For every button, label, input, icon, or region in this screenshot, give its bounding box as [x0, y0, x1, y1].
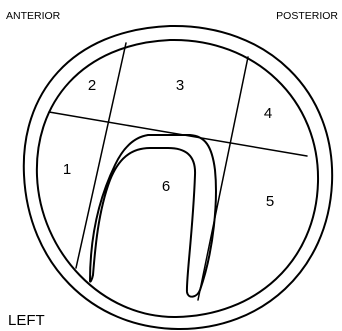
posterior-divider-line — [198, 57, 248, 300]
central-cavity — [90, 135, 216, 297]
zone-1-label: 1 — [63, 161, 71, 178]
anterior-divider-line — [76, 43, 126, 268]
zone-6-label: 6 — [162, 178, 170, 195]
zone-4-label: 4 — [264, 105, 272, 122]
zone-2-label: 2 — [88, 77, 96, 94]
zone-5-label: 5 — [266, 193, 274, 210]
zone-3-label: 3 — [176, 77, 184, 94]
posterior-label: POSTERIOR — [276, 10, 338, 22]
left-label: LEFT — [8, 312, 45, 329]
anterior-label: ANTERIOR — [6, 10, 61, 22]
